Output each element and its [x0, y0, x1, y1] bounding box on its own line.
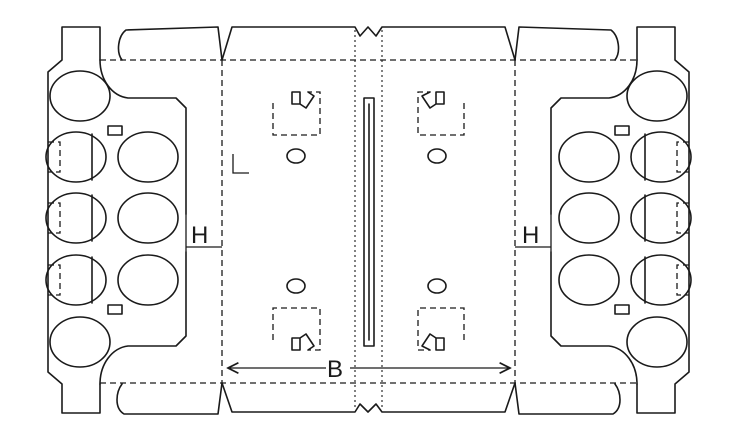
left-cell-7 [117, 192, 179, 244]
right-notch-4 [676, 264, 689, 296]
left-wing [45, 26, 223, 415]
bottom-right-hanger-cutout [417, 307, 465, 351]
left-cell-6 [117, 131, 179, 183]
right-cell-4 [630, 254, 692, 306]
left-cell-8 [117, 254, 179, 306]
right-cell-3 [630, 192, 692, 244]
bottom-left-hanger-cutout [272, 307, 321, 351]
label-h-left: H [191, 222, 208, 249]
right-cell-7 [558, 192, 620, 244]
hole-bottom-right [427, 278, 447, 294]
right-wing [514, 26, 692, 415]
right-notch-2 [676, 141, 689, 173]
left-notch-4 [48, 264, 61, 296]
right-slot-top [614, 125, 630, 136]
label-h-right: H [522, 222, 539, 249]
left-bottom-tab [99, 251, 223, 415]
left-cell-5 [49, 316, 111, 368]
left-cell-3 [45, 192, 107, 244]
right-wing-outline [636, 26, 690, 414]
left-slot-top [107, 125, 123, 136]
left-slot-bottom [107, 304, 123, 315]
left-cell-1 [49, 70, 111, 122]
central-top-edge [221, 26, 516, 61]
l-dimension-mark [232, 154, 249, 174]
right-top-tab [514, 26, 638, 215]
central-bottom-edge [221, 382, 516, 413]
left-notch-2 [48, 141, 61, 173]
left-notch-3 [48, 202, 61, 234]
hole-bottom-left [286, 278, 306, 294]
left-cell-4 [45, 254, 107, 306]
top-right-hanger-cutout [417, 91, 465, 136]
left-cell-2 [45, 131, 107, 183]
right-cell-5 [626, 316, 688, 368]
hole-top-left [286, 148, 306, 164]
central-panel [100, 26, 637, 413]
right-notch-3 [676, 202, 689, 234]
label-b: B [327, 356, 343, 383]
right-slot-bottom [614, 304, 630, 315]
right-cell-1 [626, 70, 688, 122]
right-cell-8 [558, 254, 620, 306]
hole-top-right [427, 148, 447, 164]
right-cell-2 [630, 131, 692, 183]
left-top-tab [99, 26, 223, 215]
right-bottom-tab [514, 251, 638, 415]
top-left-hanger-cutout [272, 91, 321, 136]
left-wing-outline [47, 26, 101, 414]
right-cell-6 [558, 131, 620, 183]
center-slot [363, 97, 375, 347]
